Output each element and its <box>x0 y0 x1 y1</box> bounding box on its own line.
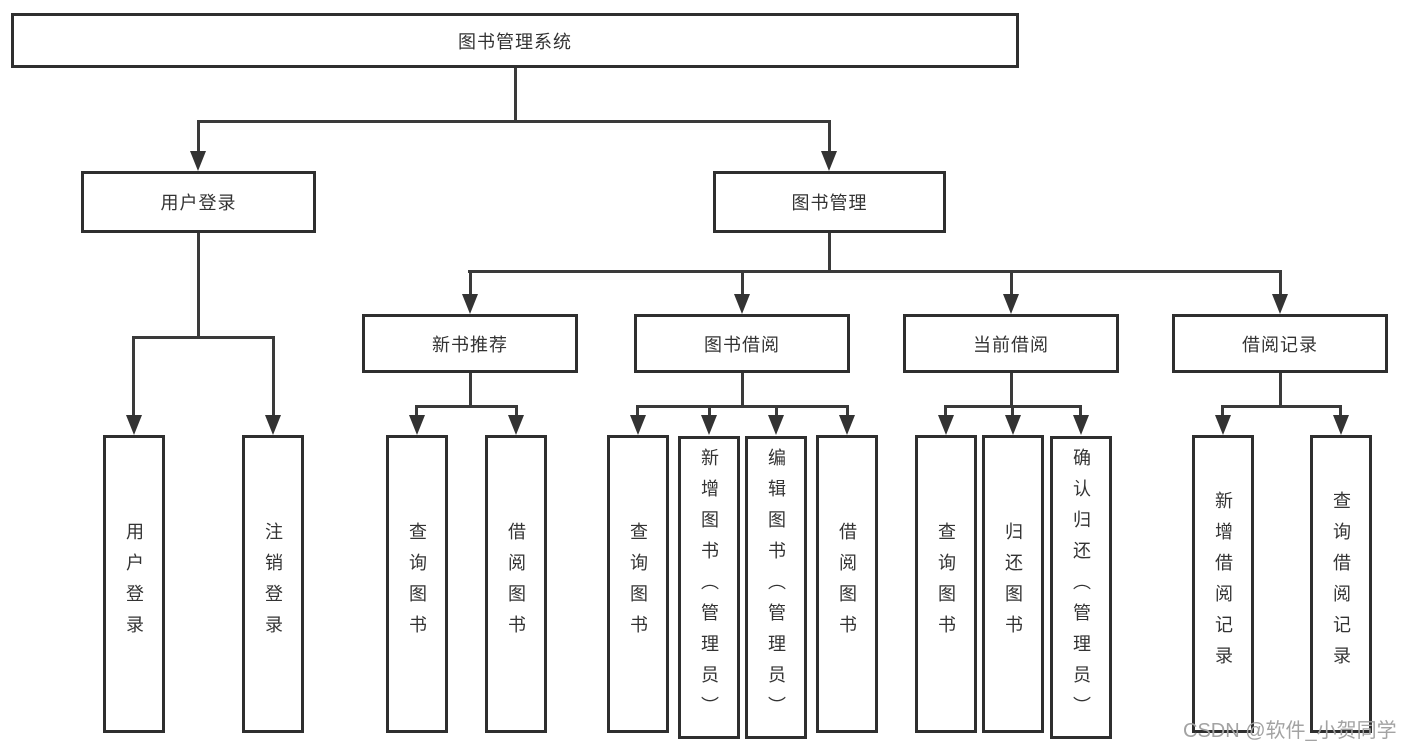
leaf-label: 查询借阅记录 <box>1331 491 1351 677</box>
node-current-borrow-label: 当前借阅 <box>973 334 1049 355</box>
connector-drop-leaf <box>1339 405 1342 417</box>
connector-drop-user-login <box>197 120 200 154</box>
connector-drop-book-mgmt <box>828 120 831 154</box>
connector-group-stem <box>1279 373 1282 407</box>
connector-root-stem <box>514 68 517 121</box>
node-current-borrow: 当前借阅 <box>903 314 1119 373</box>
csdn-watermark: CSDN @软件_小贺同学 <box>1183 720 1397 742</box>
leaf-label: 查询图书 <box>407 522 427 646</box>
arrow-down-icon <box>1333 415 1349 435</box>
arrow-down-icon <box>701 415 717 435</box>
connector-group-bar <box>1221 405 1341 408</box>
leaf-add-borrow-record: 新增借阅记录 <box>1192 435 1254 733</box>
node-new-book-recommend: 新书推荐 <box>362 314 578 373</box>
arrow-down-icon <box>265 415 281 435</box>
arrow-down-icon <box>734 294 750 314</box>
connector-group-bar <box>636 405 849 408</box>
connector-root-bar <box>197 120 831 123</box>
connector-drop-leaf <box>944 405 947 417</box>
arrow-down-icon <box>1215 415 1231 435</box>
leaf-label: 新增借阅记录 <box>1213 491 1233 677</box>
node-book-management-label: 图书管理 <box>791 193 868 213</box>
connector-drop-leaf <box>1011 405 1014 417</box>
arrow-down-icon <box>1003 294 1019 314</box>
node-root-label: 图书管理系统 <box>458 31 572 52</box>
connector-book-mgmt-stem <box>828 233 831 272</box>
arrow-down-icon <box>839 415 855 435</box>
connector-drop-leaf <box>272 336 275 417</box>
node-user-login: 用户登录 <box>81 171 316 233</box>
arrow-down-icon <box>938 415 954 435</box>
connector-group-stem <box>1010 373 1013 407</box>
arrow-down-icon <box>462 294 478 314</box>
arrow-down-icon <box>1272 294 1288 314</box>
leaf-return-books: 归还图书 <box>982 435 1044 733</box>
arrow-down-icon <box>126 415 142 435</box>
leaf-user-login: 用户登录 <box>103 435 165 733</box>
leaf-confirm-return-admin: 确认归还（管理员） <box>1050 436 1112 739</box>
leaf-query-books-recommend: 查询图书 <box>386 435 448 733</box>
connector-group-stem <box>469 373 472 407</box>
connector-drop-leaf <box>708 405 711 417</box>
arrow-down-icon <box>508 415 524 435</box>
leaf-label: 注销登录 <box>263 522 283 646</box>
connector-drop-leaf <box>132 336 135 417</box>
connector-drop-borrow <box>741 270 744 296</box>
leaf-logout: 注销登录 <box>242 435 304 733</box>
arrow-down-icon <box>1073 415 1089 435</box>
leaf-borrow-books: 借阅图书 <box>816 435 878 733</box>
connector-group-stem <box>741 373 744 407</box>
arrow-down-icon <box>190 151 206 171</box>
connector-drop-leaf <box>775 405 778 417</box>
arrow-down-icon <box>1005 415 1021 435</box>
connector-user-login-bar <box>132 336 275 339</box>
leaf-query-books-current: 查询图书 <box>915 435 977 733</box>
connector-drop-leaf <box>636 405 639 417</box>
leaf-label: 借阅图书 <box>506 522 526 646</box>
leaf-add-books-admin: 新增图书（管理员） <box>678 436 740 739</box>
connector-drop-leaf <box>515 405 518 417</box>
leaf-label: 查询图书 <box>628 522 648 646</box>
connector-book-mgmt-bar <box>468 270 1282 273</box>
connector-drop-leaf <box>415 405 418 417</box>
connector-drop-leaf <box>846 405 849 417</box>
arrow-down-icon <box>409 415 425 435</box>
node-borrow-records: 借阅记录 <box>1172 314 1388 373</box>
connector-drop-new-books <box>469 270 472 296</box>
connector-drop-current <box>1010 270 1013 296</box>
node-borrow-records-label: 借阅记录 <box>1242 334 1318 355</box>
leaf-label: 借阅图书 <box>837 522 857 646</box>
connector-user-login-stem <box>197 233 200 338</box>
leaf-label: 编辑图书（管理员） <box>766 448 786 727</box>
node-book-borrow: 图书借阅 <box>634 314 850 373</box>
leaf-label: 归还图书 <box>1003 522 1023 646</box>
arrow-down-icon <box>630 415 646 435</box>
leaf-label: 新增图书（管理员） <box>699 448 719 727</box>
connector-drop-leaf <box>1079 405 1082 417</box>
node-book-management: 图书管理 <box>713 171 946 233</box>
leaf-label: 用户登录 <box>124 522 144 646</box>
arrow-down-icon <box>821 151 837 171</box>
connector-drop-leaf <box>1221 405 1224 417</box>
leaf-label: 确认归还（管理员） <box>1071 448 1091 727</box>
leaf-borrow-books-recommend: 借阅图书 <box>485 435 547 733</box>
connector-drop-records <box>1279 270 1282 296</box>
connector-group-bar <box>415 405 518 408</box>
node-user-login-label: 用户登录 <box>160 193 237 213</box>
node-book-borrow-label: 图书借阅 <box>704 334 780 355</box>
node-new-book-recommend-label: 新书推荐 <box>432 334 508 355</box>
leaf-edit-books-admin: 编辑图书（管理员） <box>745 436 807 739</box>
node-root-system: 图书管理系统 <box>11 13 1019 68</box>
leaf-label: 查询图书 <box>936 522 956 646</box>
leaf-query-borrow-record: 查询借阅记录 <box>1310 435 1372 733</box>
leaf-query-books-borrow: 查询图书 <box>607 435 669 733</box>
arrow-down-icon <box>768 415 784 435</box>
